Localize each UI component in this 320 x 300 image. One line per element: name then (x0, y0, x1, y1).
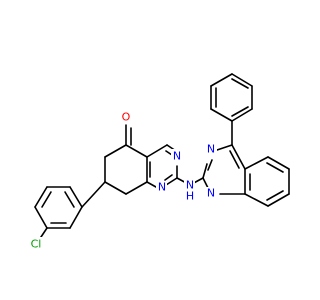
bond (125, 181, 148, 195)
amine-nh-label: N H (184, 178, 195, 203)
quinazoline-n-top-label: N (206, 143, 217, 156)
hydrogen-atom: H (186, 190, 194, 203)
carbonyl-oxygen-label: O (121, 111, 132, 124)
bond (210, 108, 233, 122)
nitrogen-atom: N (158, 181, 166, 194)
bond (165, 177, 178, 186)
bond (266, 162, 284, 173)
nitrogen-atom: N (207, 187, 215, 200)
bond (34, 206, 48, 229)
bond (164, 174, 173, 181)
chlorine-label: Cl (28, 237, 46, 251)
structure-diagram: O N N N H N N Cl (28, 73, 290, 251)
chlorine-atom: Cl (31, 238, 42, 251)
bond (231, 78, 249, 89)
bond (231, 106, 249, 117)
bond (231, 108, 253, 122)
pyrimidine-n-bottom-label: N (156, 181, 167, 194)
bond (41, 191, 52, 208)
bond (125, 144, 148, 158)
nitrogen-atom: N (186, 179, 194, 192)
bond (69, 186, 83, 208)
nitrogen-atom: N (207, 143, 215, 156)
bond (64, 191, 75, 208)
bond (69, 206, 83, 229)
bond (104, 144, 127, 158)
bonds (34, 73, 290, 241)
bond (244, 193, 269, 207)
bond (104, 181, 127, 195)
bond (267, 193, 290, 207)
bond (231, 144, 246, 170)
molecule-canvas: O N N N H N N Cl (28, 73, 290, 251)
bond (244, 156, 269, 170)
bond (229, 150, 240, 169)
bond (266, 190, 284, 201)
atom-labels: O N N N H N N Cl (28, 111, 217, 251)
bond (207, 159, 213, 171)
quinazoline-n-bottom-label: N (206, 187, 217, 200)
bond (210, 73, 233, 87)
bond (81, 181, 106, 208)
bond (202, 163, 208, 179)
bond (216, 144, 233, 151)
bond (34, 186, 48, 208)
pyrimidine-n-top-label: N (171, 149, 182, 163)
bond (267, 156, 290, 170)
bond (146, 144, 168, 158)
nitrogen-atom: N (173, 150, 181, 163)
bond (231, 73, 253, 87)
oxygen-atom: O (122, 111, 131, 124)
bond (146, 181, 157, 188)
